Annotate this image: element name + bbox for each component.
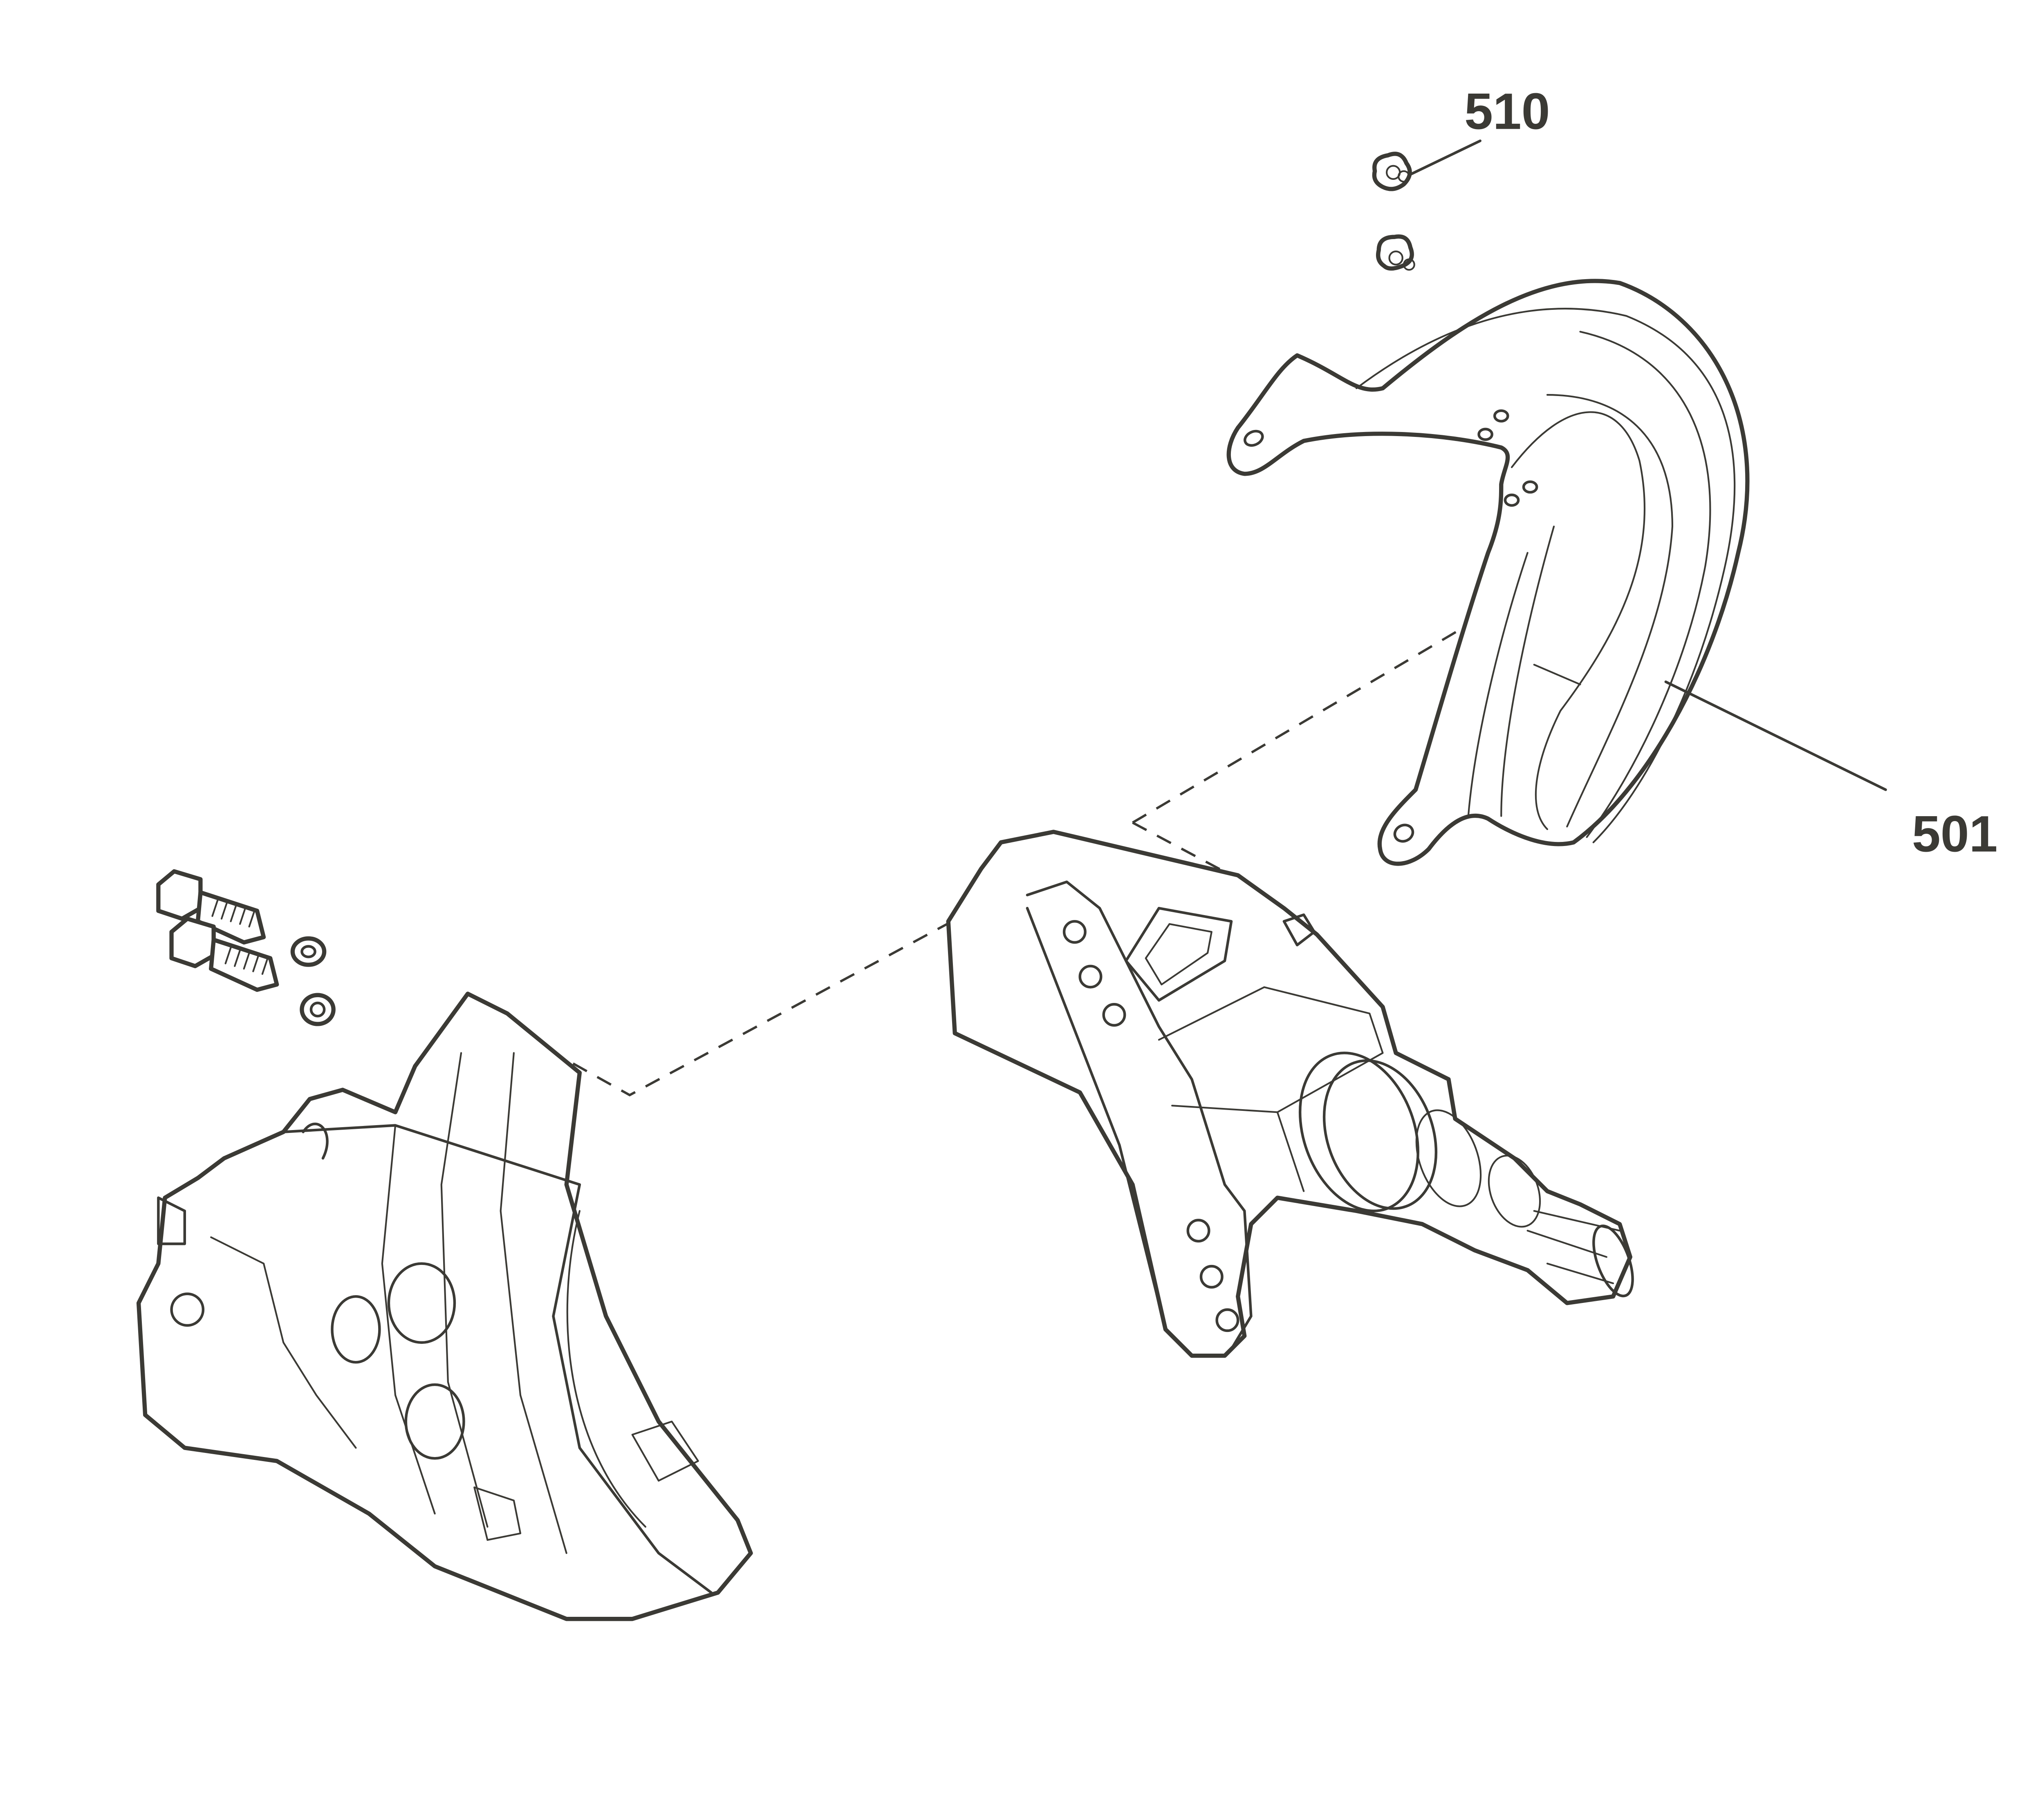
steering-knuckle[interactable] xyxy=(946,830,1641,1358)
brake-caliper[interactable] xyxy=(136,992,753,1621)
spindle xyxy=(1298,1052,1634,1298)
leader-line-501 xyxy=(1664,680,1887,791)
callout-label-510[interactable]: 510 xyxy=(1464,83,1550,140)
caliper-bolt-upper[interactable] xyxy=(156,869,266,945)
guide-line-caliper-knuckle xyxy=(572,894,1002,1097)
guide-line-knuckle-short xyxy=(1132,821,1232,877)
washer-lower[interactable] xyxy=(300,993,336,1026)
caliper-bolt-lower[interactable] xyxy=(169,916,279,992)
parts-diagram: 510 501 xyxy=(136,83,1998,1621)
flange-nut-upper[interactable] xyxy=(1372,152,1412,191)
flange-nut-lower[interactable] xyxy=(1376,234,1415,271)
brake-disc-shield[interactable] xyxy=(1226,279,1750,866)
callout-label-501[interactable]: 501 xyxy=(1912,805,1998,863)
leader-line-510 xyxy=(1407,139,1481,177)
washer-upper[interactable] xyxy=(290,936,327,967)
